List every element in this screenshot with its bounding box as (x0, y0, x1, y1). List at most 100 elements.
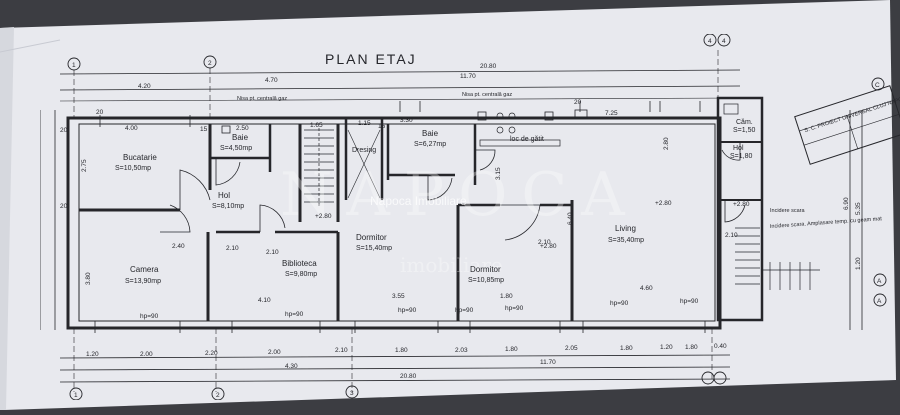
room-name: Dresing (352, 147, 376, 154)
dim-text: hp=90 (398, 307, 417, 314)
dim-text: hp=90 (505, 305, 524, 312)
dim-text: 6.40 (567, 212, 574, 225)
dim-line-bottom (59, 366, 731, 371)
staircase-left (304, 128, 334, 208)
dim-text: 4.70 (265, 77, 278, 84)
outer-wall-inner-line (78, 123, 716, 322)
dim-text: 1.20 (660, 344, 673, 351)
room-area: S=8,10mp (212, 203, 244, 210)
room-area: S=15,40mp (356, 245, 392, 252)
sink-fixture (574, 109, 588, 119)
axis-label: A (877, 278, 882, 285)
boiler-note: Nisa pt. centrală gaz (237, 96, 287, 102)
dim-text: 20 (574, 99, 582, 106)
watermark-sub: imobiliare (400, 253, 503, 277)
dim-text: hp=90 (610, 300, 629, 307)
axis-label: 3 (350, 390, 354, 397)
door-swing (724, 200, 746, 223)
axis-label: C (875, 82, 880, 89)
axis-bubble (211, 387, 225, 401)
dim-text: 20 (60, 127, 68, 134)
dim-text: 2.10 (725, 232, 738, 239)
axis-label: 1 (72, 62, 76, 69)
dim-text: 3.15 (495, 167, 502, 180)
dim-text: 3.80 (85, 272, 92, 285)
axis-label: A (877, 298, 882, 305)
door-swing (475, 149, 496, 171)
room-name: Dormitor (470, 265, 501, 274)
axis-label: 4 (708, 38, 712, 45)
room-name: Baie (422, 129, 439, 138)
dim-line-bottom (59, 378, 731, 383)
dim-text: 1.80 (620, 345, 633, 352)
dim-text: 2.10 (335, 347, 348, 354)
dim-text: 4.60 (640, 285, 653, 292)
dim-text: 7.25 (605, 110, 618, 117)
dim-line-bottom (59, 354, 731, 359)
fixture (508, 126, 516, 134)
room-area: S=13,90mp (125, 278, 161, 285)
dim-text: 1.80 (505, 346, 518, 353)
sink-fixture (544, 111, 554, 121)
room-name: Hol (218, 191, 230, 200)
room-area: S=9,80mp (285, 271, 317, 278)
level-mark: +2.80 (540, 243, 557, 250)
door-swing (160, 204, 191, 233)
dim-text: 20.80 (480, 63, 497, 70)
dim-text: hp=90 (680, 298, 699, 305)
door-swing (721, 142, 741, 161)
axis-bubble (703, 33, 717, 47)
dim-text: 0.40 (714, 343, 727, 350)
dim-text: 4.20 (138, 83, 151, 90)
door-swing (259, 204, 286, 232)
dim-line-top-inner (59, 97, 741, 102)
dim-text: 2.00 (268, 349, 281, 356)
axis-bubble (67, 57, 81, 71)
fixture (496, 126, 504, 134)
dim-text: 1.80 (395, 347, 408, 354)
room-area: S=35,40mp (608, 237, 644, 244)
dim-text: 2.40 (172, 243, 185, 250)
dim-text: 2.03 (455, 347, 468, 354)
axis-bubble (203, 55, 217, 69)
door-swing (500, 204, 541, 241)
room-area: S=4,50mp (220, 145, 252, 152)
room-name: Camera (130, 265, 159, 274)
stair-note: Incidere scara (770, 208, 805, 214)
door-swing (179, 169, 211, 210)
dim-text: 15 (378, 123, 386, 130)
room-name: Baie (232, 133, 249, 142)
level-mark: +2.80 (315, 213, 332, 220)
watermark-big: NAPOCA (280, 160, 639, 230)
room-name: Căm. (736, 119, 753, 126)
dim-text: 1.15 (358, 120, 371, 127)
paper-crease (0, 39, 61, 53)
dim-text: hp=90 (285, 311, 304, 318)
axis-label: 2 (216, 392, 220, 399)
room-name: Hol (733, 145, 744, 152)
outer-wall (66, 116, 722, 330)
axis-bubble (873, 273, 887, 287)
annex-fixture (723, 103, 739, 115)
room-area: S=1,80 (730, 153, 752, 160)
dim-text: 4.00 (125, 125, 138, 132)
dim-text: 2.80 (663, 137, 670, 150)
window-marks (94, 101, 706, 333)
axis-bubble (873, 293, 887, 307)
dim-text: hp=90 (455, 307, 474, 314)
dim-text: 2.00 (140, 351, 153, 358)
dim-text: 15 (200, 126, 208, 133)
dim-text: 4.30 (285, 363, 298, 370)
dim-text: 2.05 (565, 345, 578, 352)
dim-text: 4.10 (258, 297, 271, 304)
dim-text: 1.20 (86, 351, 99, 358)
door-swing (427, 175, 453, 201)
level-mark: +2.80 (655, 200, 672, 207)
dim-text: 3.30 (400, 117, 413, 124)
watermark-text: Napoca Imobiliare (370, 194, 467, 208)
dim-text: 3.55 (392, 293, 405, 300)
dim-text: 2.20 (205, 350, 218, 357)
fixture (496, 112, 504, 120)
dim-text: 2.10 (266, 249, 279, 256)
